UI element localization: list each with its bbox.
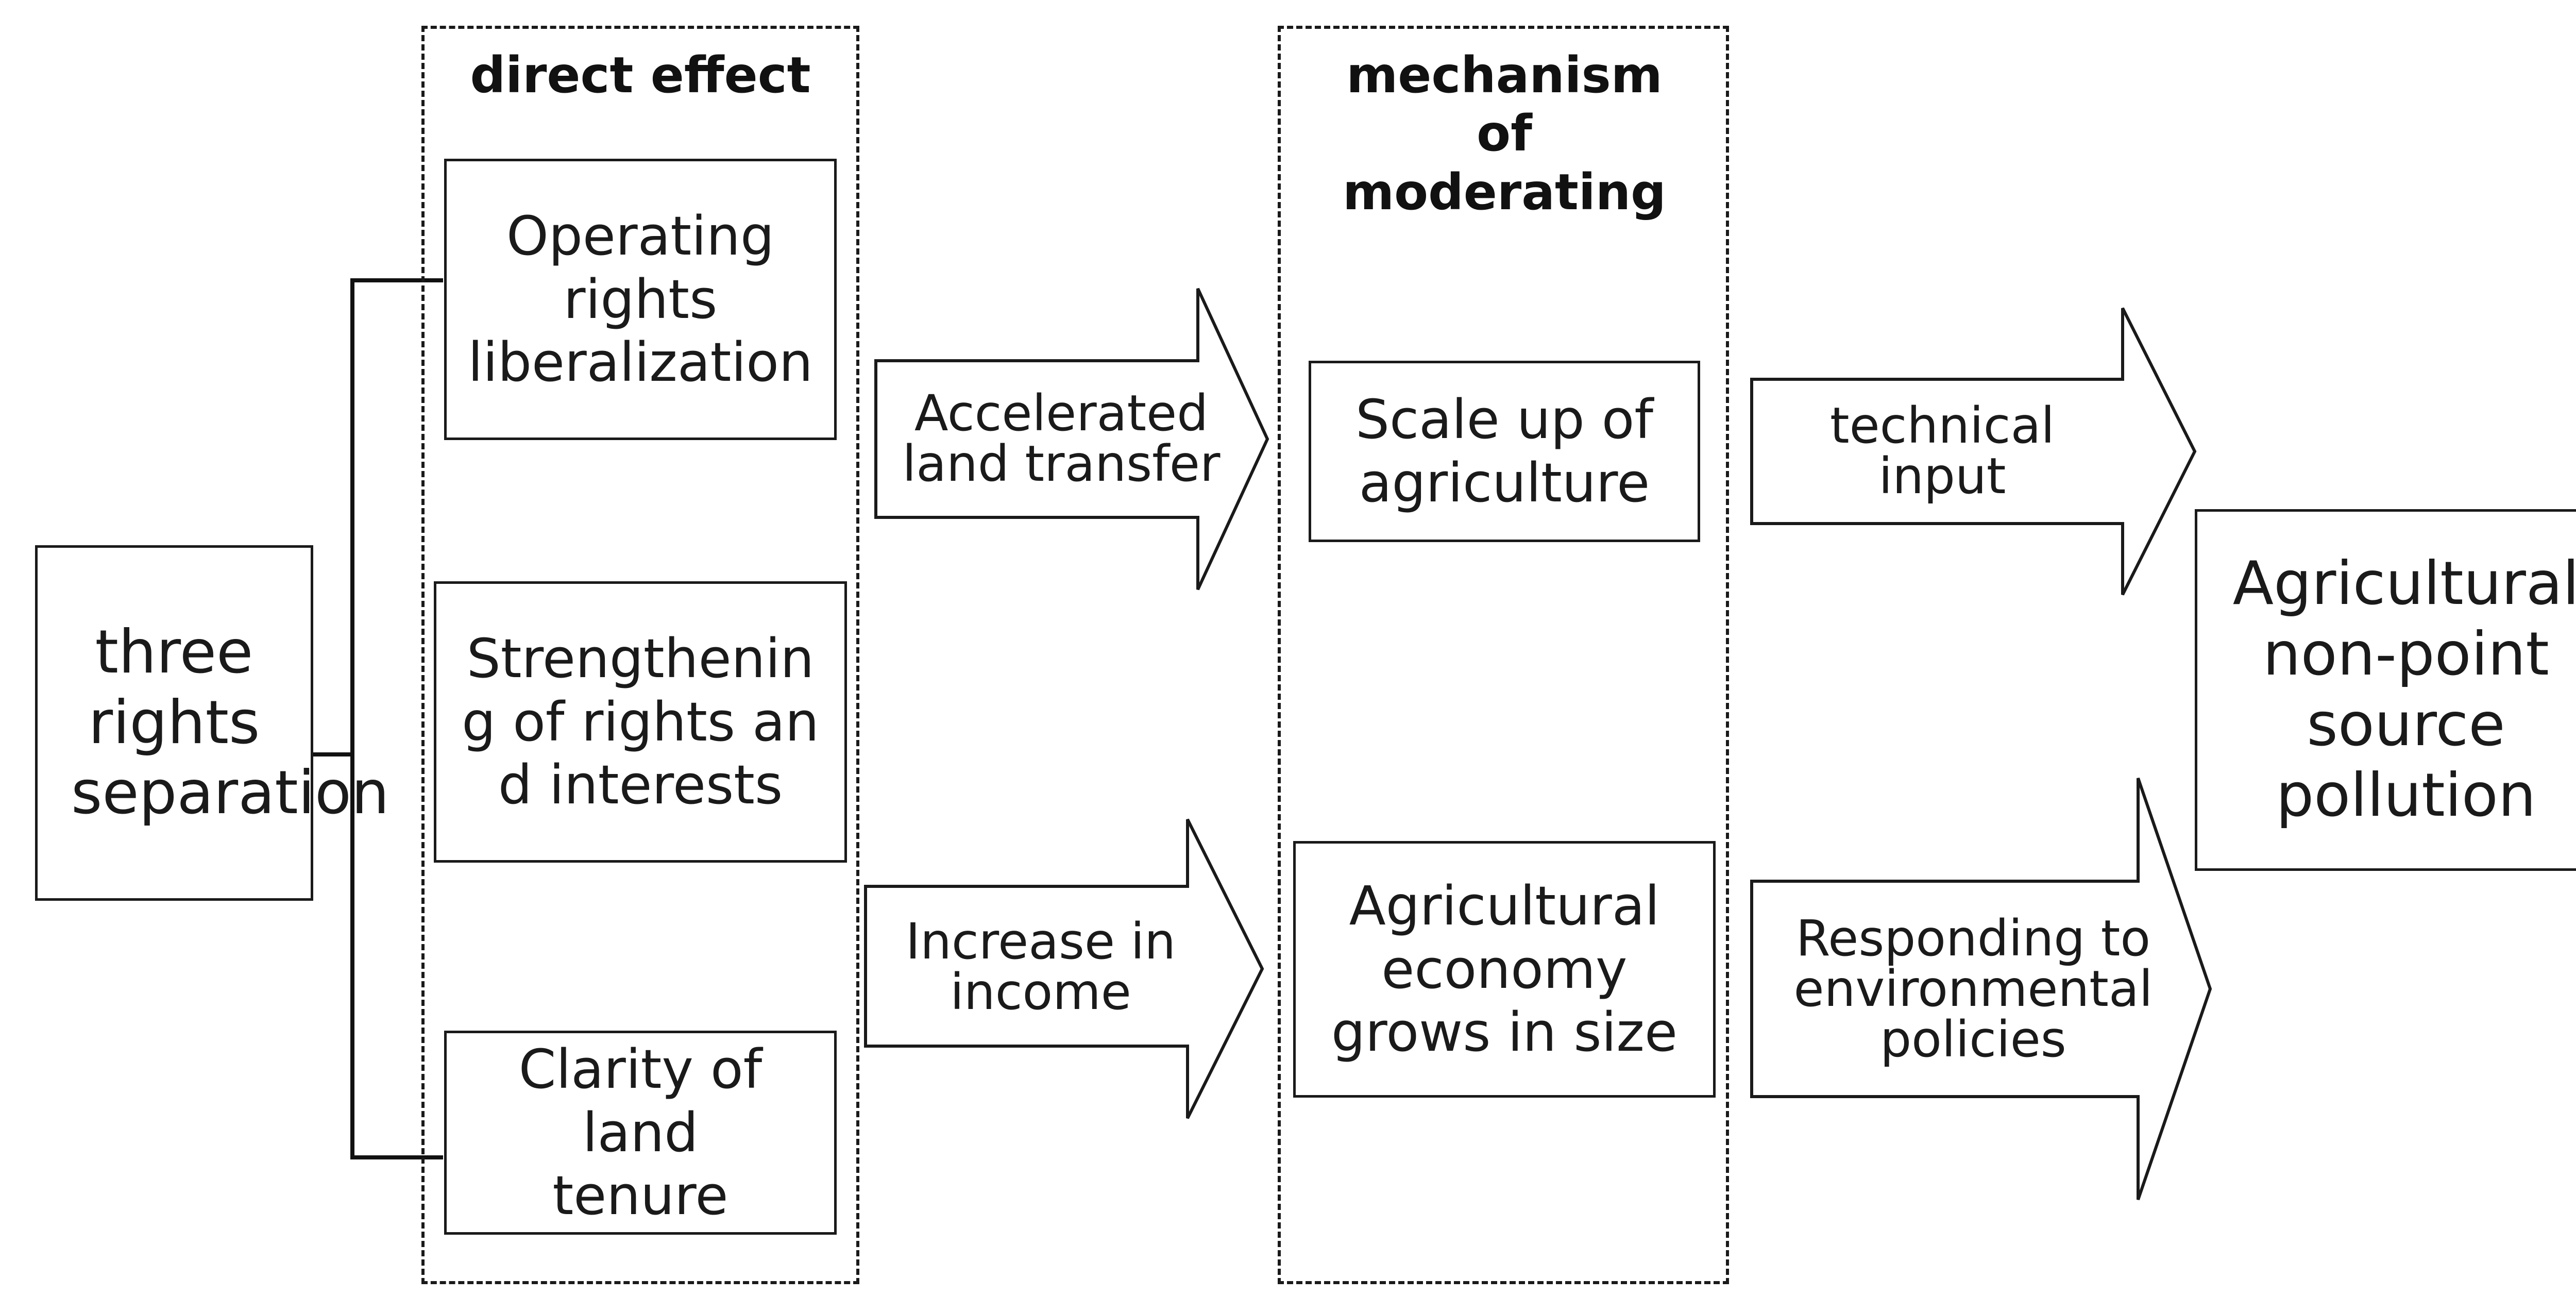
arrow-label-technical-input: technical input [1829, 397, 2055, 505]
arrow-right-technical-input [1750, 307, 2197, 596]
moderating-heading: mechanism of moderating [1343, 46, 1666, 221]
source-box: three rights separation [35, 545, 389, 901]
arrow-right-bottom-path [864, 818, 1264, 1119]
outcome-label: Agricultural non-point source pollution [2232, 549, 2576, 830]
bracket-bottom-branch [350, 1155, 443, 1159]
outcome-box: Agricultural non-point source pollution [2195, 509, 2576, 871]
moderating-item-label: Scale up of agriculture [1355, 388, 1654, 514]
arrow-label-environmental-policies: Responding to environmental policies [1793, 910, 2153, 1068]
bracket-top-branch [350, 278, 443, 282]
direct-effect-heading: direct effect [470, 46, 811, 104]
arrow-label-top-path: Accelerated land transfer [902, 384, 1221, 493]
direct-effect-item-label: Operating rights liberalization [468, 204, 813, 394]
arrow-right-environmental-policies [1750, 778, 2212, 1200]
direct-effect-group [421, 26, 859, 1284]
bracket-spine [350, 278, 354, 1159]
direct-effect-item-land-tenure: Clarity of land tenure [444, 1031, 837, 1235]
moderating-group [1278, 26, 1729, 1284]
direct-effect-item-label: Strengthening of rights and interests [462, 627, 819, 817]
bracket-stem [313, 752, 354, 756]
moderating-item-label: Agricultural economy grows in size [1331, 874, 1677, 1064]
source-label: three rights separation [71, 617, 389, 828]
arrow-label-bottom-path: Increase in income [905, 913, 1176, 1021]
moderating-item-scale-up: Scale up of agriculture [1309, 361, 1700, 542]
moderating-item-economy-grows: Agricultural economy grows in size [1293, 841, 1716, 1098]
direct-effect-item-operating-rights: Operating rights liberalization [444, 159, 837, 440]
direct-effect-item-strengthening: Strengthening of rights and interests [434, 581, 847, 863]
direct-effect-item-label: Clarity of land tenure [518, 1037, 762, 1227]
arrow-right-top-path [874, 288, 1269, 591]
